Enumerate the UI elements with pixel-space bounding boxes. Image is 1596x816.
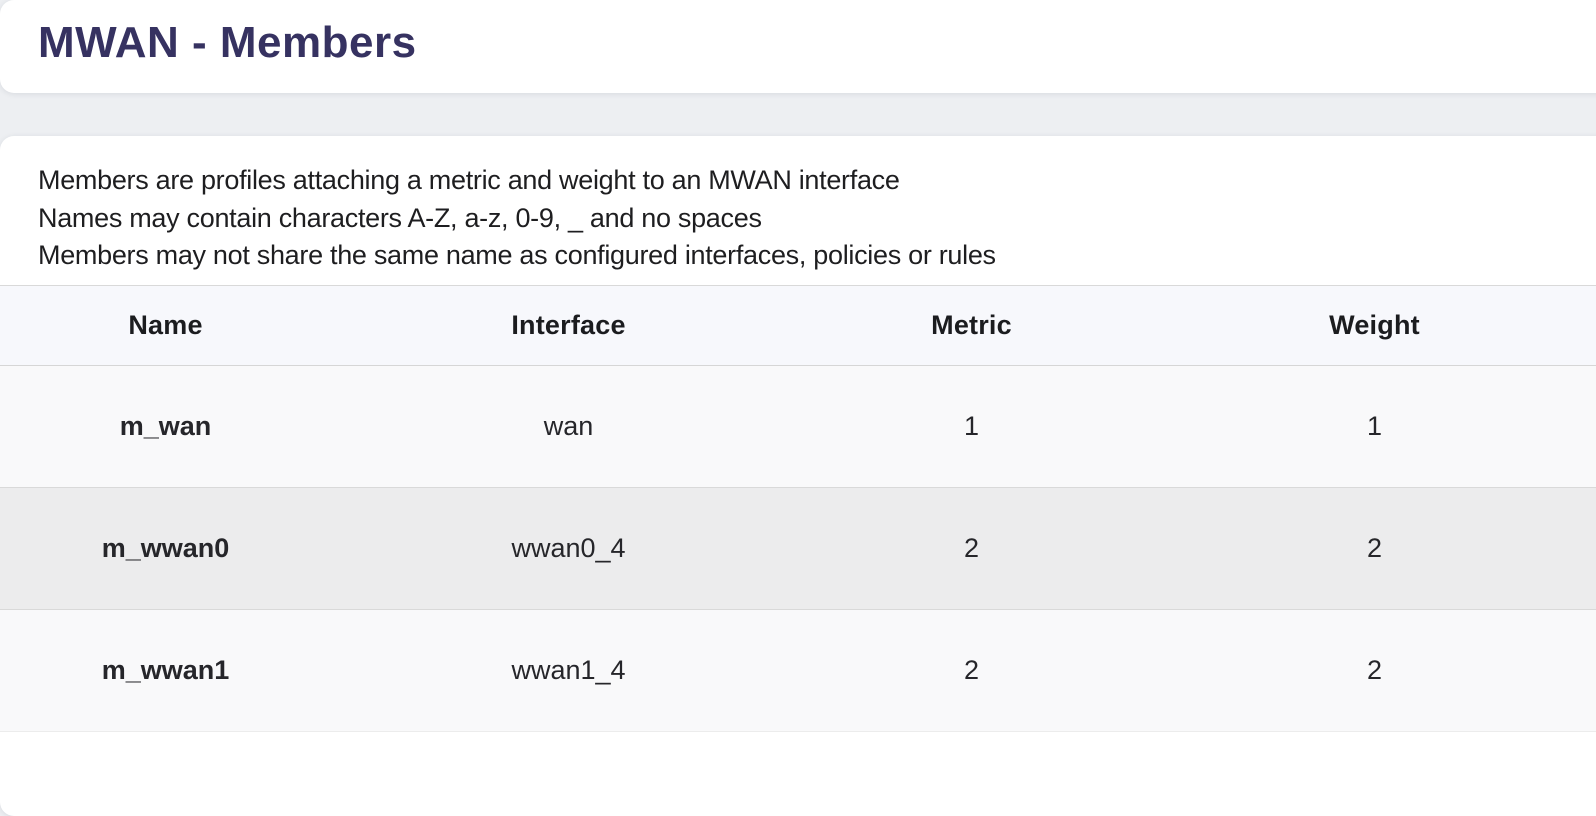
cell-name: m_wwan0: [0, 487, 367, 610]
cell-interface: wwan1_4: [367, 609, 770, 732]
cell-spacer: [1576, 609, 1596, 732]
table-row-m-wwan1[interactable]: m_wwan1 wwan1_4 2 2: [0, 609, 1596, 732]
page-title: MWAN - Members: [38, 17, 417, 67]
column-header-metric: Metric: [770, 284, 1173, 366]
cell-metric: 2: [770, 487, 1173, 610]
description-line-1: Members are profiles attaching a metric …: [38, 165, 900, 195]
column-header-spacer: [1576, 284, 1596, 366]
members-table-container: Name Interface Metric Weight m_wan wan 1…: [0, 284, 1596, 732]
members-description: Members are profiles attaching a metric …: [0, 136, 1596, 285]
column-header-interface: Interface: [367, 284, 770, 366]
cell-interface: wwan0_4: [367, 487, 770, 610]
cell-weight: 2: [1173, 609, 1576, 732]
description-line-2: Names may contain characters A-Z, a-z, 0…: [38, 202, 762, 233]
cell-weight: 1: [1173, 365, 1576, 488]
cell-spacer: [1576, 365, 1596, 488]
table-header-row: Name Interface Metric Weight: [0, 284, 1596, 366]
members-section-card: Members are profiles attaching a metric …: [0, 136, 1596, 816]
cell-interface: wan: [367, 365, 770, 488]
cell-name: m_wwan1: [0, 609, 367, 732]
table-row-m-wwan0[interactable]: m_wwan0 wwan0_4 2 2: [0, 487, 1596, 610]
cell-spacer: [1576, 487, 1596, 610]
members-table: Name Interface Metric Weight m_wan wan 1…: [0, 284, 1596, 732]
page-header-card: MWAN - Members: [0, 0, 1596, 93]
table-row-m-wan[interactable]: m_wan wan 1 1: [0, 365, 1596, 488]
column-header-weight: Weight: [1173, 284, 1576, 366]
cell-metric: 2: [770, 609, 1173, 732]
column-header-name: Name: [0, 284, 367, 366]
cell-metric: 1: [770, 365, 1173, 488]
cell-weight: 2: [1173, 487, 1576, 610]
cell-name: m_wan: [0, 365, 367, 488]
description-line-3: Members may not share the same name as c…: [38, 240, 996, 270]
